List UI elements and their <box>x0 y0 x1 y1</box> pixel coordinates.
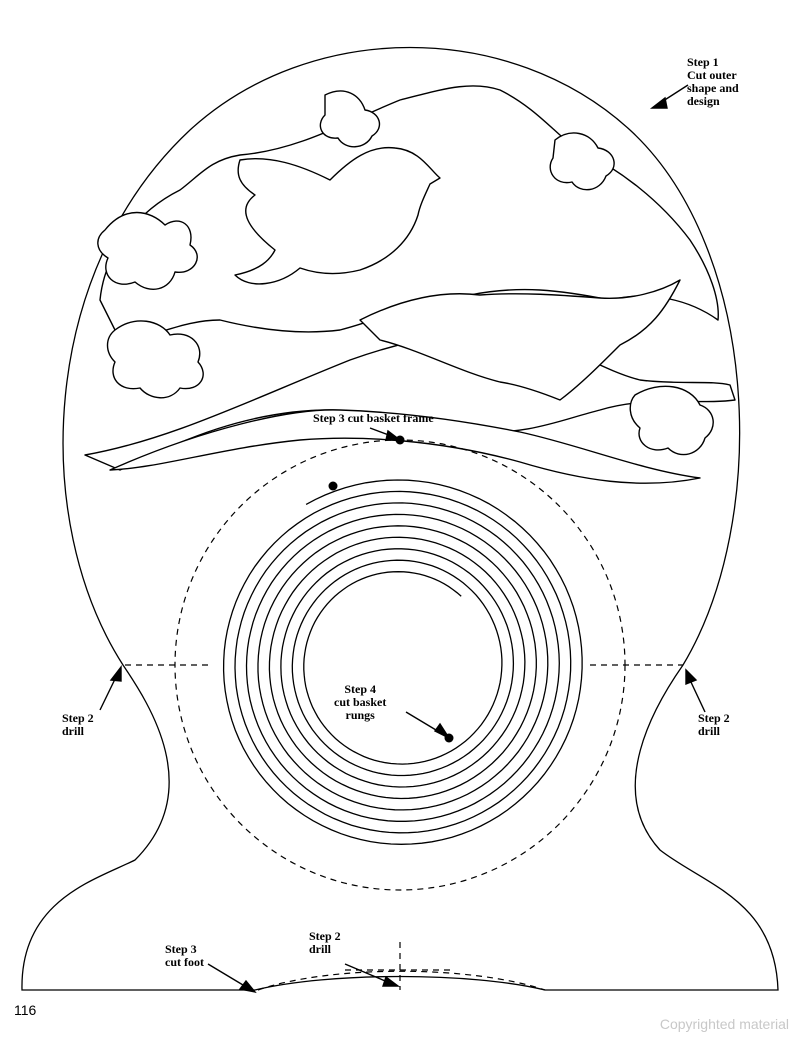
spiral-start-dot <box>328 481 338 491</box>
sky-band-cutout <box>109 409 701 484</box>
step2-left-label: Step 2 drill <box>62 711 94 738</box>
copyright-notice: Copyrighted material <box>659 1016 789 1032</box>
nest-cutout <box>359 279 681 401</box>
leaf-cluster-lower-left <box>106 320 204 399</box>
page-number: 116 <box>14 1002 37 1018</box>
outer-shape-outline <box>21 47 779 991</box>
step4-label: Step 4 cut basket rungs <box>334 682 387 722</box>
step3-foot-label: Step 3 cut foot <box>165 942 204 969</box>
basket-rungs-spiral <box>222 479 583 845</box>
leaf-cluster-left <box>97 211 198 290</box>
bird-silhouette <box>234 146 441 285</box>
arrows <box>99 84 706 994</box>
step1-label: Step 1 Cut outer shape and design <box>687 55 739 108</box>
step2-right-label: Step 2 drill <box>698 711 730 738</box>
leaf-cluster-top <box>319 90 381 148</box>
step2-bottom-label: Step 2 drill <box>309 929 341 956</box>
foot-cut-line <box>257 970 546 991</box>
leaf-cluster-right <box>629 385 714 456</box>
step3-frame-label: Step 3 cut basket frame <box>313 411 434 425</box>
leaf-cluster-upper-right <box>549 132 615 191</box>
basket-frame-circle <box>174 439 626 891</box>
